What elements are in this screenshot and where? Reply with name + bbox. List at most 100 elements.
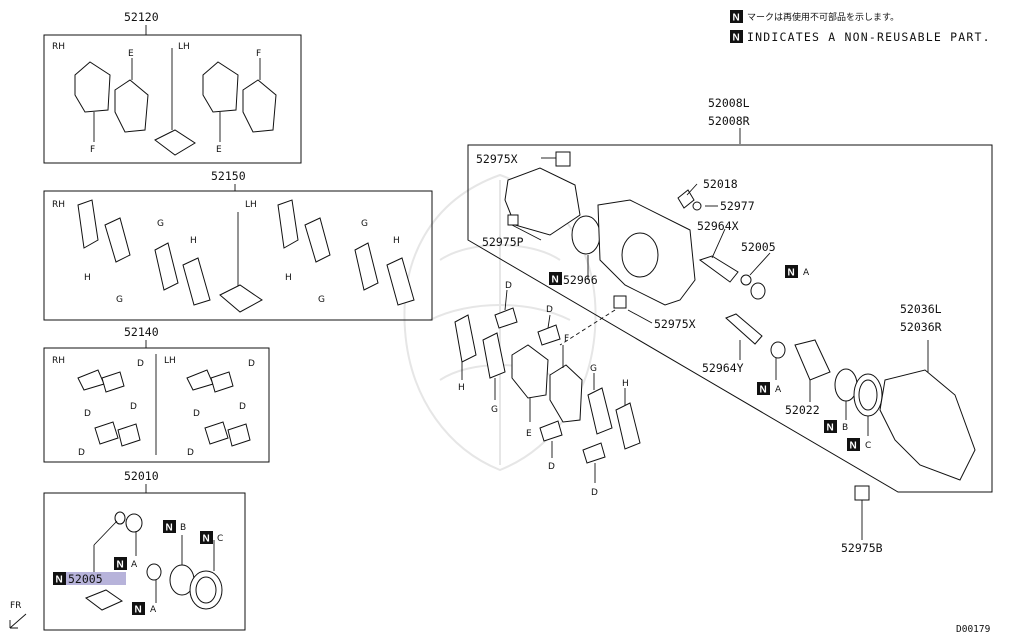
- label-d: D: [137, 359, 144, 369]
- brake-pad-rh[interactable]: [74, 61, 111, 113]
- label-e: E: [526, 429, 532, 439]
- clip-rh[interactable]: [101, 371, 125, 393]
- label-h: H: [190, 236, 197, 246]
- pad-f[interactable]: [549, 364, 583, 423]
- shim-lh-3[interactable]: [354, 242, 379, 291]
- boot[interactable]: [114, 511, 126, 525]
- label-g: G: [157, 219, 164, 229]
- group-52120[interactable]: 52120 RH LH E F F E: [43, 10, 302, 164]
- shim-lh-4[interactable]: [386, 257, 415, 306]
- shim-sheet[interactable]: [154, 129, 196, 156]
- callout-52975b[interactable]: 52975B: [841, 541, 883, 555]
- clip-lh[interactable]: [227, 423, 251, 447]
- cap-52977[interactable]: [692, 201, 702, 211]
- clip-lh[interactable]: [186, 369, 214, 391]
- clip-rh[interactable]: [117, 423, 141, 447]
- clip-rh[interactable]: [94, 421, 119, 445]
- piston-52022[interactable]: [794, 339, 831, 381]
- bolt-52975x[interactable]: [555, 151, 571, 167]
- callout-52966[interactable]: 52966: [563, 273, 598, 287]
- label-a: A: [131, 560, 138, 570]
- boot-52005[interactable]: [740, 274, 752, 286]
- label-h: H: [84, 273, 91, 283]
- clip-rh[interactable]: [77, 369, 105, 391]
- part-52005-highlight[interactable]: 52005: [68, 572, 103, 586]
- callout-52008l[interactable]: 52008L: [708, 96, 750, 110]
- label-d: D: [78, 448, 85, 458]
- clip-d[interactable]: [539, 420, 563, 442]
- bolt-52975p[interactable]: [507, 214, 519, 226]
- group-52150[interactable]: 52150 RH LH G H G H H G H G: [43, 169, 433, 321]
- epb-motor[interactable]: [504, 167, 581, 236]
- group-52010[interactable]: 52010 N 52005 N A N A N B N C: [43, 469, 246, 631]
- n-symbol: N: [135, 605, 142, 616]
- bleeder-52018[interactable]: [677, 189, 695, 209]
- callout-52036l[interactable]: 52036L: [900, 302, 942, 316]
- n-symbol: N: [203, 534, 210, 545]
- clip-d[interactable]: [582, 442, 606, 464]
- shim-g[interactable]: [482, 332, 506, 379]
- clip-d[interactable]: [494, 307, 518, 329]
- legend-jp: マークは再使用不可部品を示します。: [747, 11, 899, 23]
- callout-52975x-2[interactable]: 52975X: [654, 317, 696, 331]
- seal-c-inner[interactable]: [858, 379, 878, 411]
- bolt-52975x-2[interactable]: [613, 295, 627, 309]
- callout-52975p[interactable]: 52975P: [482, 235, 524, 249]
- callout-52022[interactable]: 52022: [785, 403, 820, 417]
- clip-lh[interactable]: [210, 371, 234, 393]
- shim-g2[interactable]: [587, 387, 613, 435]
- group-title[interactable]: 52150: [211, 169, 246, 183]
- grease-pack[interactable]: [84, 589, 124, 611]
- label-a: A: [775, 385, 782, 395]
- callout-52008r[interactable]: 52008R: [708, 114, 750, 128]
- shim-lh-2[interactable]: [304, 217, 331, 263]
- grease-pack[interactable]: [219, 284, 263, 313]
- callout-52005[interactable]: 52005: [741, 240, 776, 254]
- boot[interactable]: [146, 563, 162, 581]
- clip-lh[interactable]: [204, 421, 229, 445]
- label-f: F: [256, 49, 261, 59]
- label-d: D: [239, 402, 246, 412]
- bolt-52975b[interactable]: [854, 485, 870, 501]
- group-title[interactable]: 52120: [124, 10, 159, 24]
- piston-seal-inner[interactable]: [195, 576, 217, 604]
- front-direction-indicator: FR: [9, 601, 27, 629]
- label-b: B: [842, 423, 848, 433]
- pad-e[interactable]: [511, 344, 549, 399]
- callout-52964x[interactable]: 52964X: [697, 219, 739, 233]
- group-title[interactable]: 52010: [124, 469, 159, 483]
- callout-52964y[interactable]: 52964Y: [702, 361, 744, 375]
- boot[interactable]: [125, 513, 143, 533]
- n-symbol: N: [850, 441, 857, 452]
- callout-52977[interactable]: 52977: [720, 199, 755, 213]
- exploded-pads[interactable]: D D F H G E G H D D: [454, 281, 641, 498]
- clip-d[interactable]: [537, 324, 561, 346]
- shim-lh-1[interactable]: [277, 199, 299, 249]
- boot-a[interactable]: [770, 341, 786, 359]
- o-ring-52966[interactable]: [571, 215, 601, 255]
- caliper-bore[interactable]: [621, 232, 659, 278]
- brake-pad-rh-inner[interactable]: [114, 79, 149, 133]
- pin-52964x[interactable]: [698, 255, 739, 283]
- shim-h2[interactable]: [615, 402, 641, 450]
- callout-52036r[interactable]: 52036R: [900, 320, 942, 334]
- shim-rh-3[interactable]: [154, 242, 179, 291]
- support-52036[interactable]: [879, 369, 976, 481]
- callout-52975x[interactable]: 52975X: [476, 152, 518, 166]
- shim-rh-4[interactable]: [182, 257, 211, 306]
- label-c: C: [865, 441, 871, 451]
- boot[interactable]: [750, 282, 766, 300]
- group-title[interactable]: 52140: [124, 325, 159, 339]
- n-symbol: N: [760, 385, 767, 396]
- brake-pad-lh[interactable]: [202, 61, 239, 113]
- shim-rh-1[interactable]: [77, 199, 99, 249]
- group-52140[interactable]: 52140 RH LH D D D D D D D D: [43, 325, 270, 463]
- brake-pad-lh-inner[interactable]: [242, 79, 277, 133]
- shim-rh-2[interactable]: [104, 217, 131, 263]
- highlight-52005[interactable]: [66, 572, 126, 585]
- callout-52018[interactable]: 52018: [703, 177, 738, 191]
- label-a: A: [150, 605, 157, 615]
- pin-52964y[interactable]: [725, 313, 763, 345]
- shim-h[interactable]: [454, 314, 477, 363]
- caliper-assembly[interactable]: 52008L 52008R: [467, 96, 993, 555]
